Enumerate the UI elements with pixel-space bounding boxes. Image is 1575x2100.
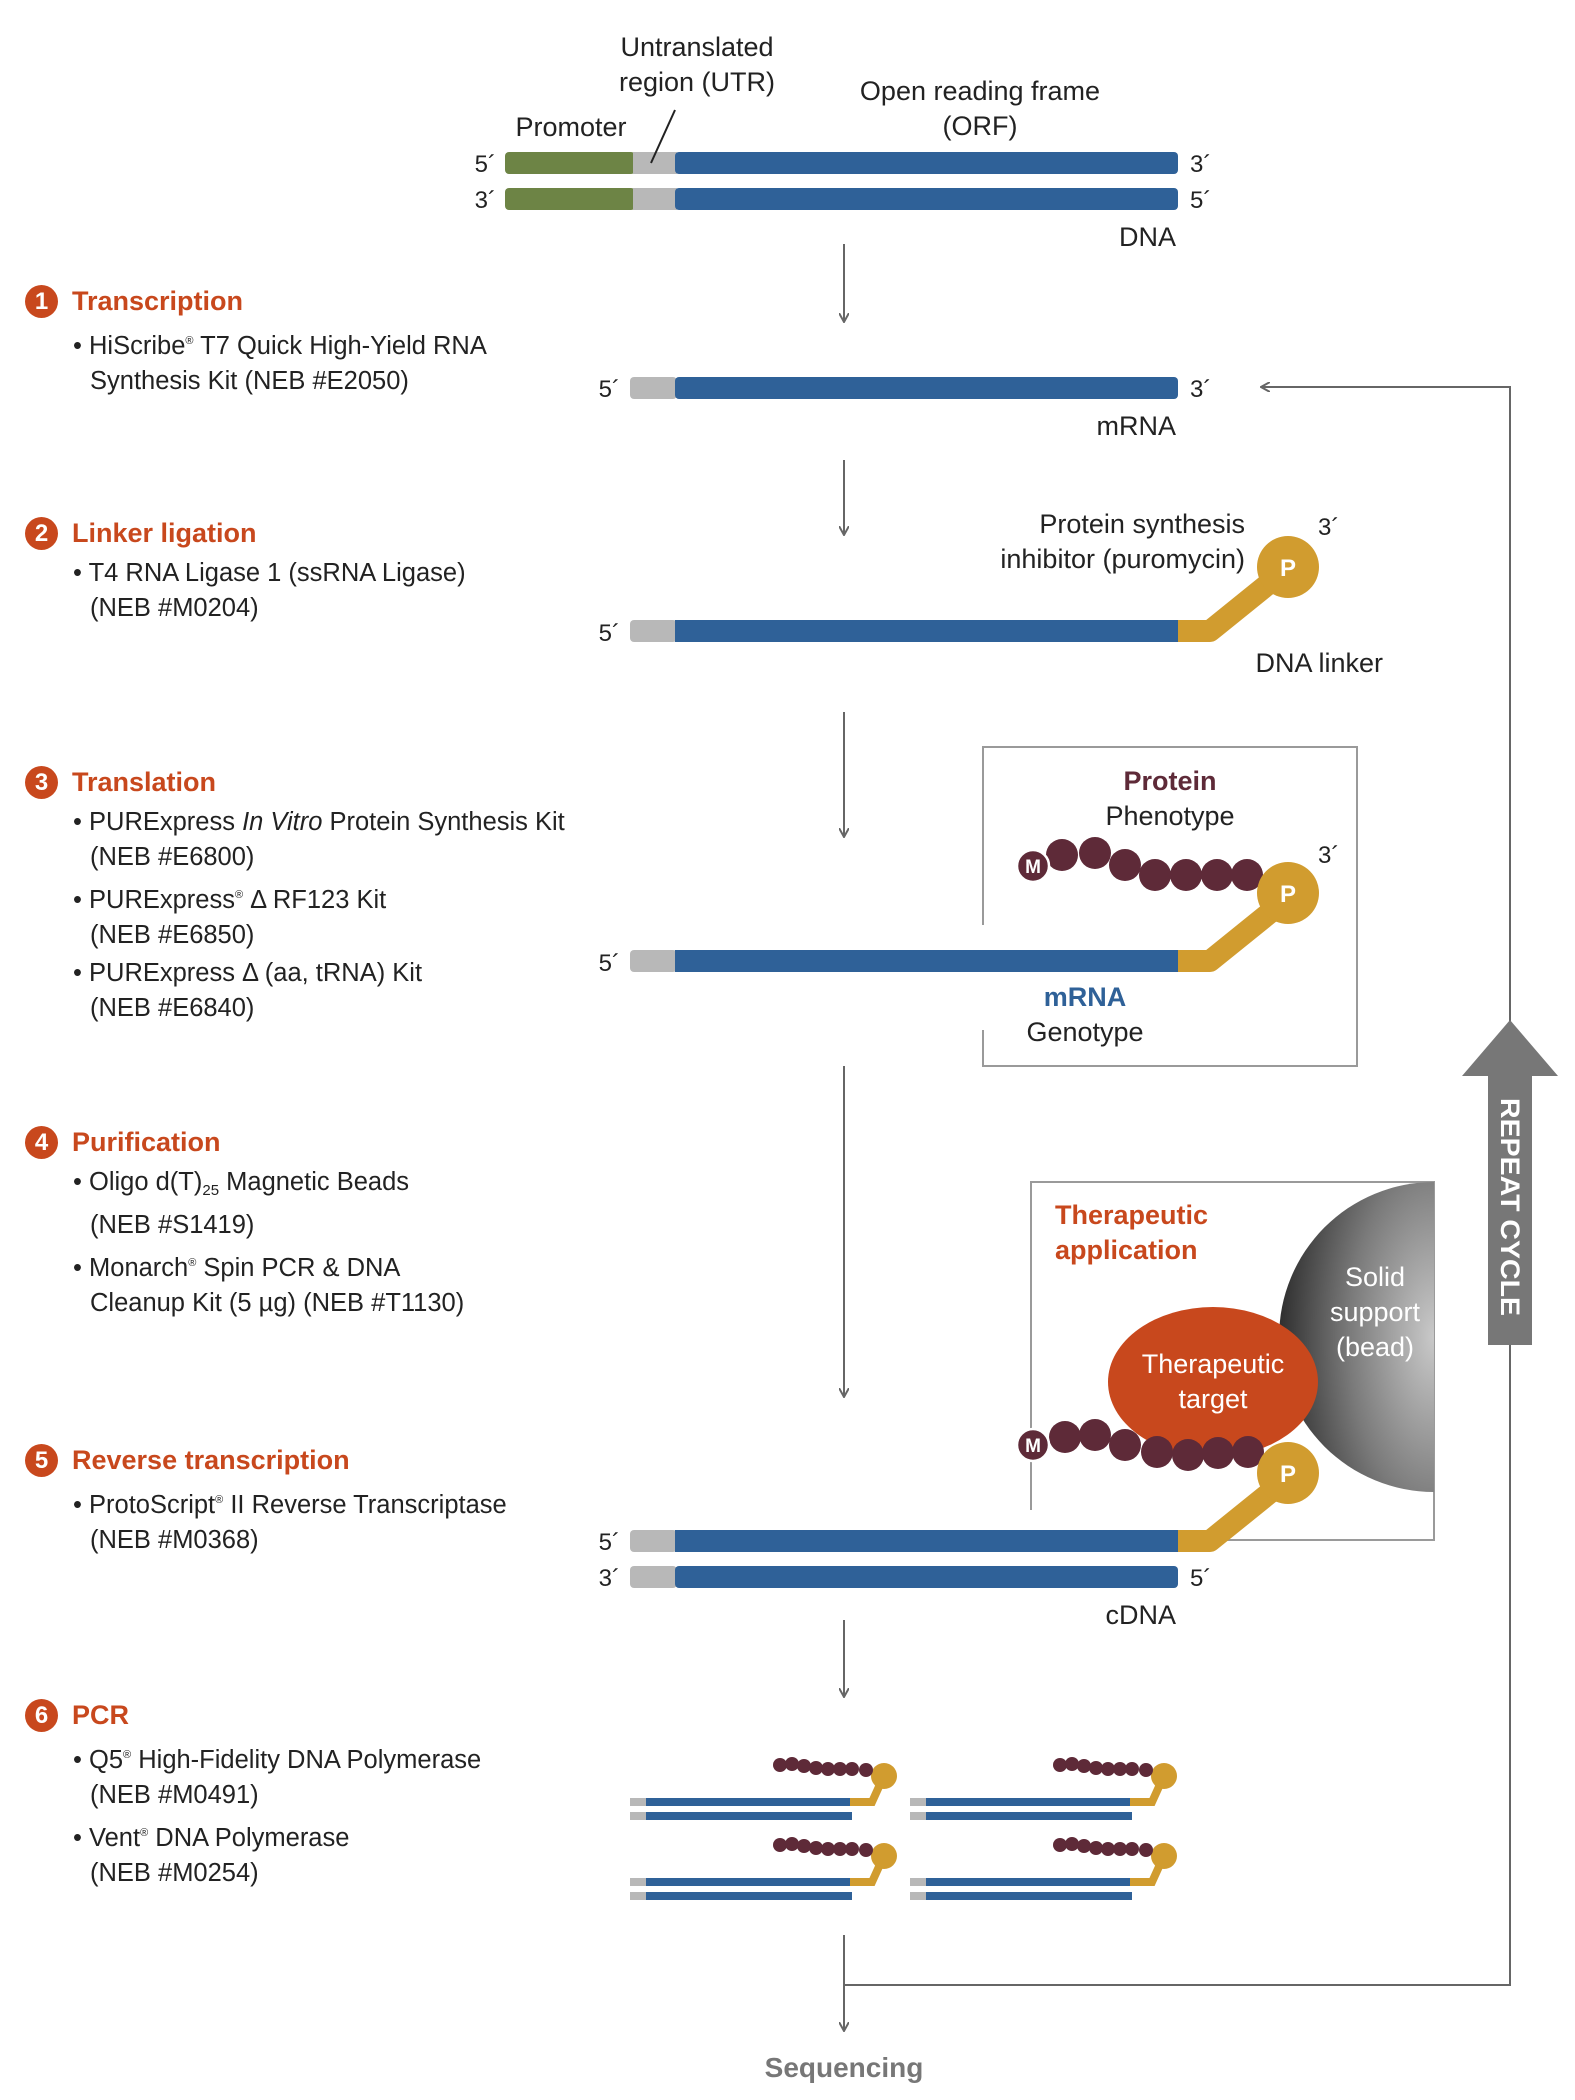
solid-support-bead bbox=[1279, 1182, 1434, 1492]
methionine bbox=[1015, 848, 1051, 884]
dna-orf-top bbox=[675, 152, 1178, 174]
pcr-copies bbox=[630, 1757, 1177, 1900]
dna-promoter-bottom bbox=[505, 188, 635, 210]
cdna-label: cDNA bbox=[1105, 1600, 1176, 1630]
protein-residue bbox=[1079, 837, 1111, 869]
bound-linker bbox=[1178, 1469, 1295, 1552]
ligation-3-end: 3´ bbox=[1318, 514, 1339, 541]
bound-methionine-symbol: M bbox=[1025, 1436, 1041, 1457]
solid-label-3: (bead) bbox=[1336, 1332, 1414, 1362]
cdna-utr-top bbox=[630, 1530, 677, 1552]
utr-pointer bbox=[650, 109, 676, 164]
therapeutic-application-2: application bbox=[1055, 1235, 1198, 1265]
dna-utr-top bbox=[633, 152, 677, 174]
dna-utr-bottom bbox=[633, 188, 677, 210]
dna-promoter-top bbox=[505, 152, 635, 174]
protein-residue bbox=[1201, 859, 1233, 891]
dna-bottom-3-end: 3´ bbox=[475, 187, 496, 214]
mrna-box-label: mRNA bbox=[1044, 982, 1127, 1012]
orf-label-1: Open reading frame bbox=[860, 76, 1100, 106]
protein-residue bbox=[1139, 859, 1171, 891]
cdna-top-5-end: 5´ bbox=[599, 1529, 620, 1556]
therapeutic-selection: Therapeutic application Solid support (b… bbox=[599, 1181, 1435, 1630]
pcr-copy bbox=[630, 1837, 897, 1900]
bound-methionine bbox=[1015, 1427, 1051, 1463]
therapeutic-target bbox=[1108, 1307, 1318, 1457]
translation-puromycin bbox=[1257, 862, 1319, 924]
protein-residue bbox=[1231, 859, 1263, 891]
repeat-cycle-label: REPEAT CYCLE bbox=[1495, 1098, 1525, 1316]
dna-linker-label: DNA linker bbox=[1255, 648, 1383, 678]
utr-label-1: Untranslated bbox=[620, 32, 773, 62]
protein-residue bbox=[1172, 1439, 1204, 1471]
dna-label: DNA bbox=[1119, 222, 1176, 252]
bound-puromycin bbox=[1257, 1442, 1319, 1504]
protein-residue bbox=[1109, 1429, 1141, 1461]
puromycin-circle bbox=[1257, 536, 1319, 598]
ligated-mrna: P 3´ 5´ Protein synthesis inhibitor (pur… bbox=[599, 509, 1383, 678]
genotype-label: Genotype bbox=[1026, 1017, 1143, 1047]
solid-label-2: support bbox=[1330, 1297, 1421, 1327]
cdna-bottom-3-end: 3´ bbox=[599, 1565, 620, 1592]
therapeutic-application-1: Therapeutic bbox=[1055, 1200, 1208, 1230]
cdna-strand bbox=[675, 1566, 1178, 1588]
pcr-copy bbox=[910, 1757, 1177, 1820]
translation-3-end: 3´ bbox=[1318, 842, 1339, 869]
translation-linker bbox=[1178, 889, 1295, 972]
translation-orf bbox=[675, 950, 1180, 972]
cdna-mrna-strand bbox=[675, 1530, 1180, 1552]
phenotype-label: Phenotype bbox=[1105, 801, 1234, 831]
inhibitor-label-1: Protein synthesis bbox=[1039, 509, 1245, 539]
translation-5-end: 5´ bbox=[599, 950, 620, 977]
promoter-label: Promoter bbox=[515, 112, 626, 142]
protein-residue bbox=[1202, 1437, 1234, 1469]
protein-chain bbox=[1046, 837, 1263, 891]
pcr-copy bbox=[630, 1757, 897, 1820]
utr-label-2: region (UTR) bbox=[619, 67, 775, 97]
translation-puromycin-symbol: P bbox=[1280, 881, 1296, 908]
inhibitor-label-2: inhibitor (puromycin) bbox=[1000, 544, 1245, 574]
dna-linker bbox=[1178, 559, 1295, 642]
repeat-cycle-arrow bbox=[1462, 1020, 1558, 1345]
mrna-strand: 5´ 3´ mRNA bbox=[599, 376, 1212, 441]
repeat-cycle-loop: REPEAT CYCLE bbox=[844, 387, 1558, 1986]
mrna-protein-fusion: Protein Phenotype 3´ P M 5´ mRNA Genotyp… bbox=[599, 746, 1358, 1067]
puromycin-symbol: P bbox=[1280, 555, 1296, 582]
mrna-label: mRNA bbox=[1097, 411, 1177, 441]
dna-top-5-end: 5´ bbox=[475, 151, 496, 178]
cdna-bottom-5-end: 5´ bbox=[1190, 1565, 1211, 1592]
dna-top-3-end: 3´ bbox=[1190, 151, 1211, 178]
dna-construct: Untranslated region (UTR) Open reading f… bbox=[475, 32, 1212, 252]
protein-residue bbox=[1109, 849, 1141, 881]
orf-label-2: (ORF) bbox=[943, 111, 1018, 141]
translation-utr bbox=[630, 950, 677, 972]
mrna-3-end: 3´ bbox=[1190, 376, 1211, 403]
solid-label-1: Solid bbox=[1345, 1262, 1405, 1292]
methionine-symbol: M bbox=[1025, 857, 1041, 878]
mrna-utr bbox=[630, 377, 677, 399]
phenotype-box bbox=[982, 746, 1358, 1067]
ligation-orf bbox=[675, 620, 1180, 642]
mrna-orf bbox=[675, 377, 1178, 399]
cdna-utr-bottom bbox=[630, 1566, 677, 1588]
dna-orf-bottom bbox=[675, 188, 1178, 210]
protein-residue bbox=[1079, 1419, 1111, 1451]
bound-puromycin-symbol: P bbox=[1280, 1461, 1296, 1488]
protein-residue bbox=[1232, 1436, 1264, 1468]
protein-residue bbox=[1046, 839, 1078, 871]
target-label-1: Therapeutic bbox=[1142, 1349, 1285, 1379]
protein-residue bbox=[1170, 859, 1202, 891]
ligation-utr bbox=[630, 620, 677, 642]
protein-residue bbox=[1049, 1421, 1081, 1453]
sequencing-label: Sequencing bbox=[765, 2052, 924, 2083]
dna-bottom-5-end: 5´ bbox=[1190, 187, 1211, 214]
pcr-copy bbox=[910, 1837, 1177, 1900]
protein-residue bbox=[1141, 1436, 1173, 1468]
ligation-5-end: 5´ bbox=[599, 620, 620, 647]
mrna-5-end: 5´ bbox=[599, 376, 620, 403]
protein-label: Protein bbox=[1123, 766, 1216, 796]
target-label-2: target bbox=[1178, 1384, 1248, 1414]
